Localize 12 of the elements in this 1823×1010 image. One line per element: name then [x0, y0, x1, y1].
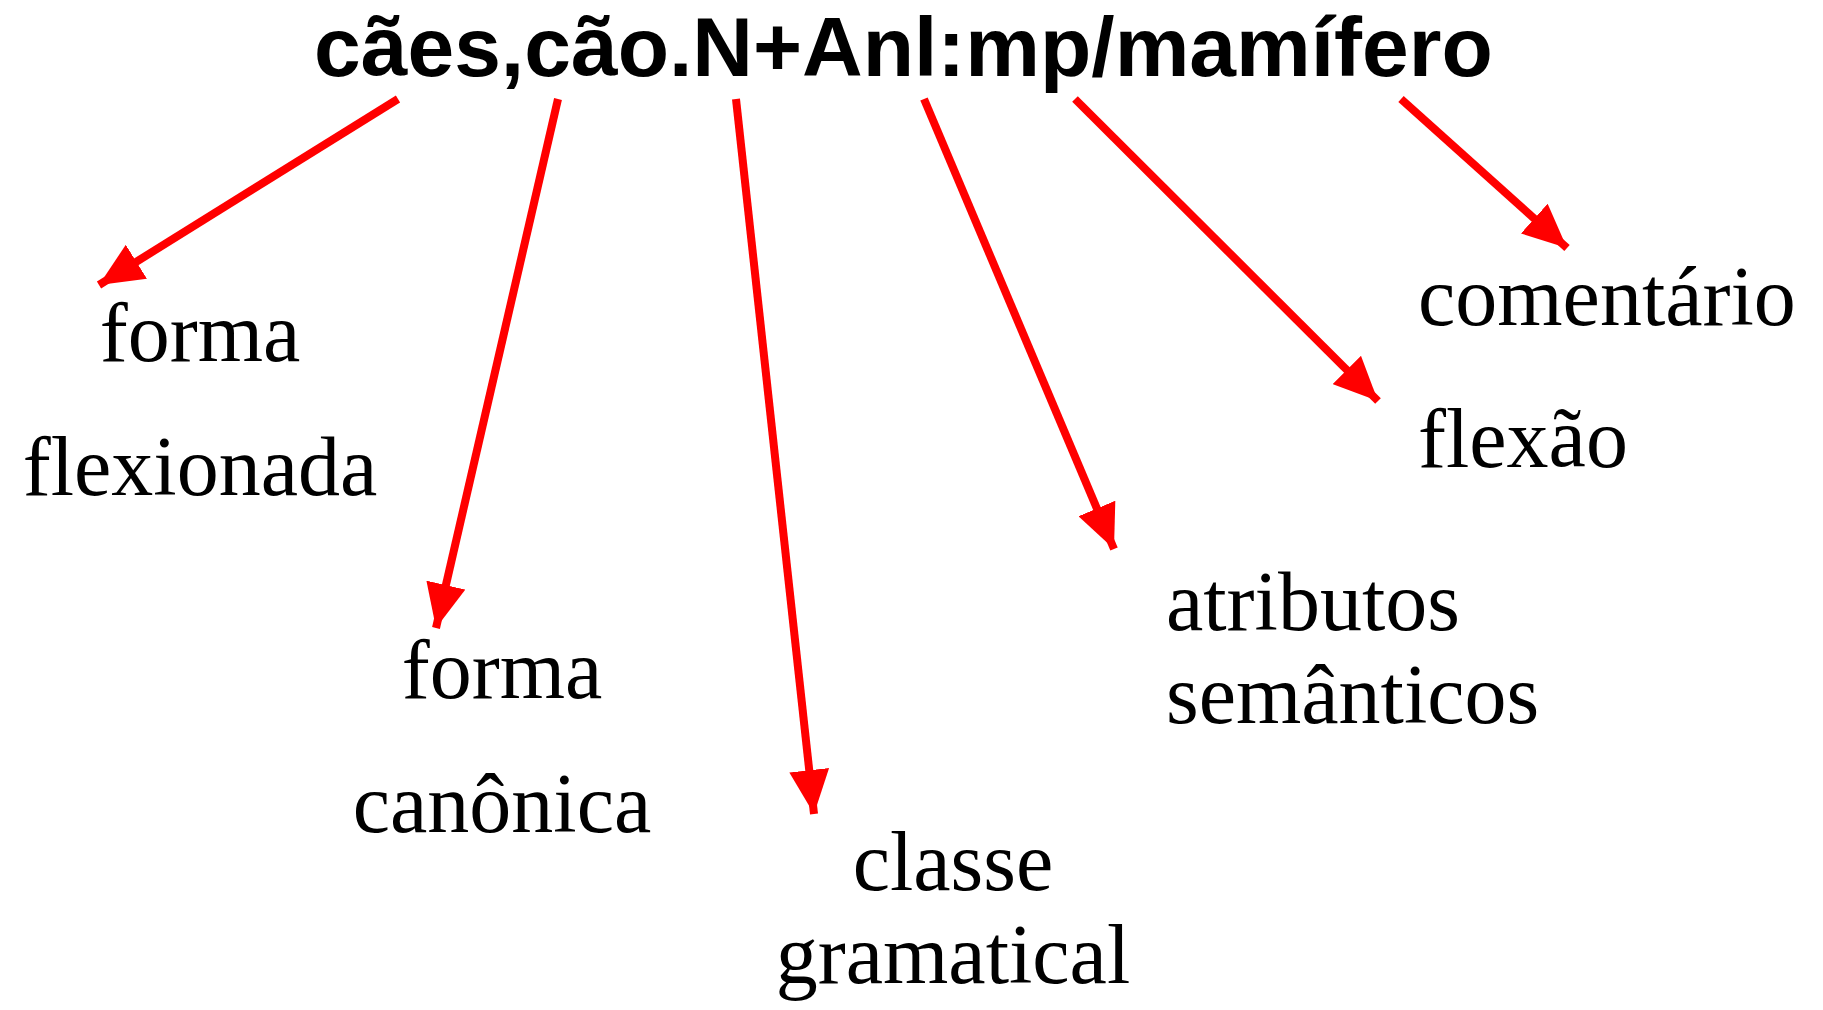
arrow — [96, 95, 401, 289]
field-label: classe gramatical — [774, 815, 1132, 1001]
field-label: comentário — [1418, 250, 1797, 343]
field-label: flexão — [1418, 392, 1629, 485]
field-label: atributos semânticos — [1166, 555, 1541, 741]
arrow — [1072, 96, 1381, 404]
field-label: forma flexionada — [21, 285, 379, 515]
arrow — [732, 98, 830, 815]
arrow — [1398, 96, 1570, 251]
arrow — [920, 97, 1118, 551]
field-label: forma canônica — [351, 622, 653, 852]
arrow — [426, 98, 562, 629]
